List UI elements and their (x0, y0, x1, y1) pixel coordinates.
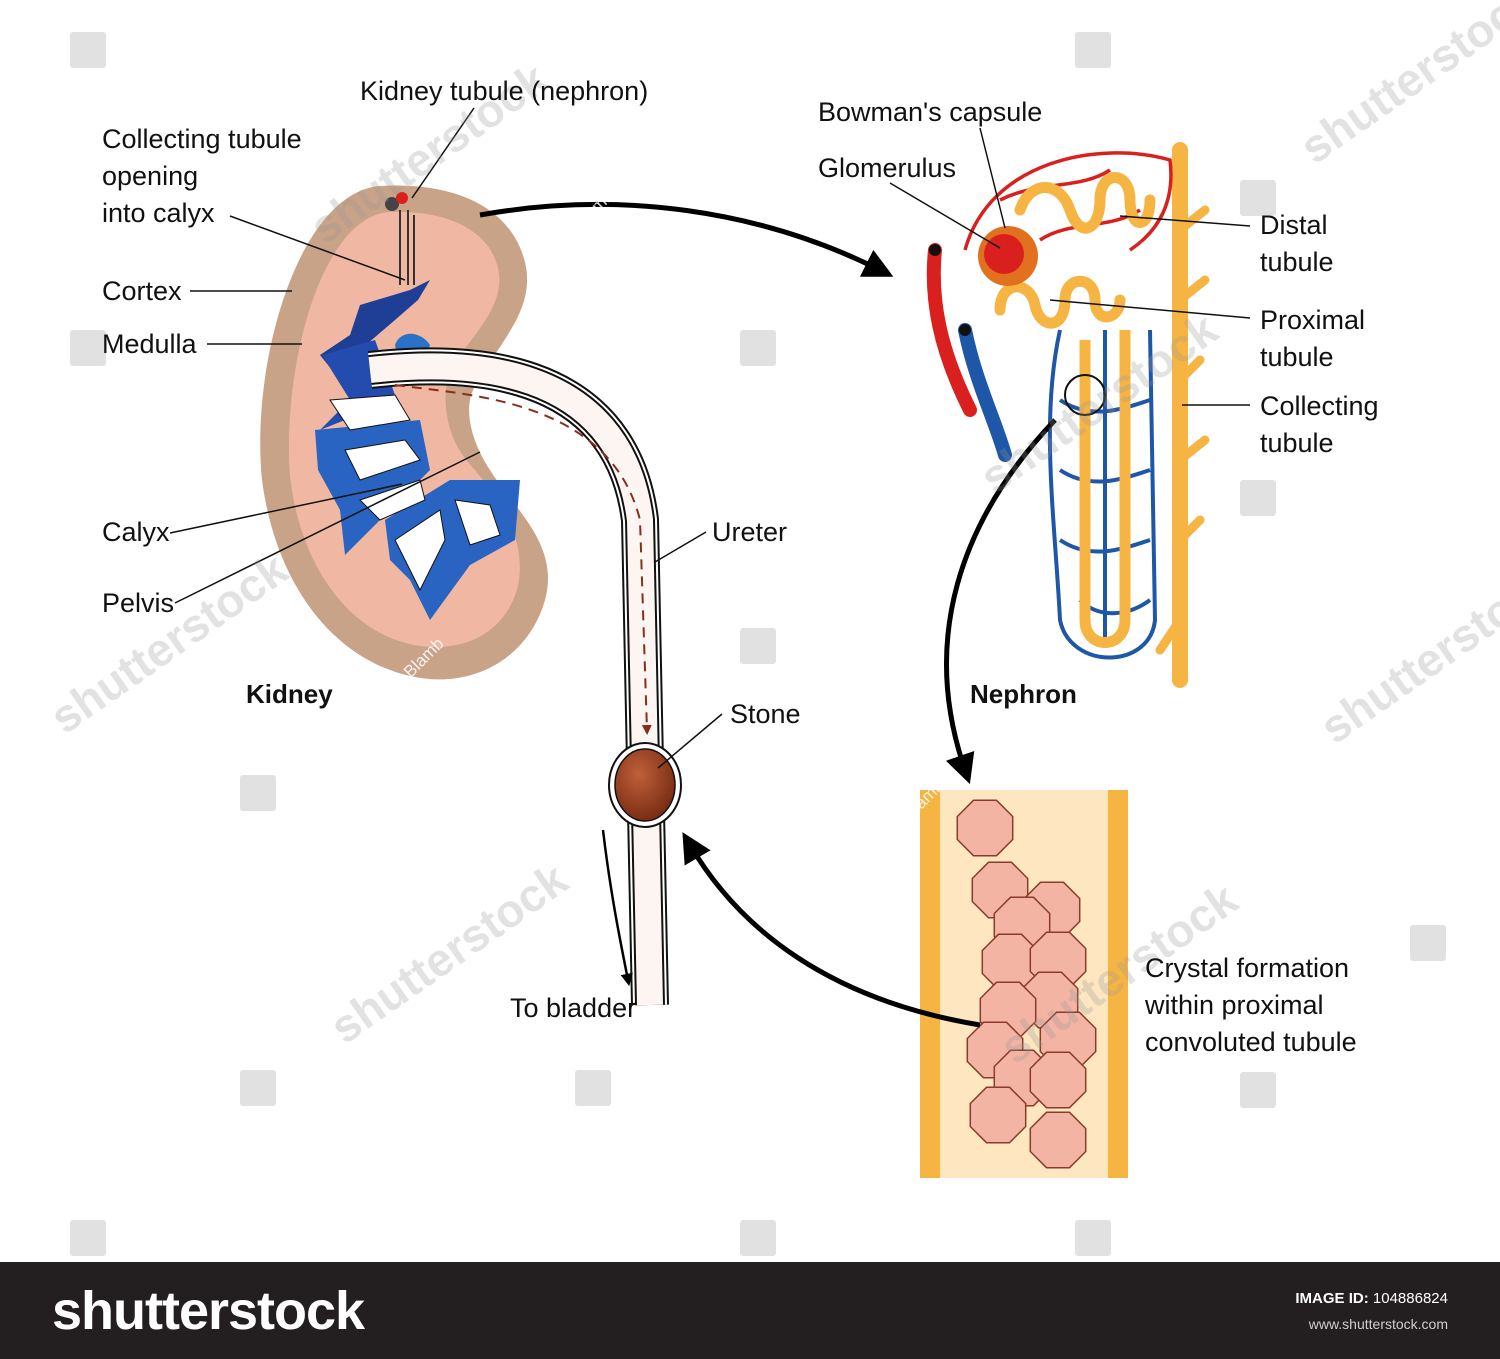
footer-bar: shutterstock IMAGE ID: 104886824 www.shu… (0, 1262, 1500, 1359)
watermark-icon (70, 32, 106, 68)
crystal-to-stone-arrow (682, 832, 981, 1028)
label-medulla: Medulla (102, 329, 197, 359)
watermark-icon (70, 1220, 106, 1256)
kidney-stone (608, 742, 682, 828)
label-calyx: Calyx (102, 517, 170, 547)
brand-logo: shutterstock (52, 1281, 365, 1341)
crystal (969, 1086, 1027, 1144)
watermark-icon (1075, 32, 1111, 68)
watermark-icon (70, 330, 106, 366)
efferent-vein (958, 323, 1012, 462)
ureter-tube (367, 347, 669, 1006)
label-cortex: Cortex (102, 276, 182, 306)
watermark-icon (1240, 480, 1276, 516)
crystal (1029, 1051, 1087, 1109)
watermark-icon (575, 1070, 611, 1106)
watermark-icon (1240, 1072, 1276, 1108)
nephron-structure (926, 142, 1210, 688)
watermark-icon (740, 628, 776, 664)
kidney-to-nephron-arrow (479, 201, 894, 277)
crystals (956, 799, 1097, 1169)
urine-flow-dashed-arrow (394, 384, 652, 735)
kidney-shape (260, 185, 548, 680)
watermark-icon (1410, 925, 1446, 961)
crystal (1029, 1111, 1087, 1169)
label-ureter: Ureter (712, 517, 788, 547)
leader-lines (169, 107, 1251, 769)
site-url: www.shutterstock.com (1308, 1316, 1448, 1332)
watermark-icon (240, 775, 276, 811)
label-to-bladder: To bladder (510, 993, 637, 1023)
diagram-stage: shutterstock shutterstock shutterstock s… (41, 0, 1500, 1256)
label-crystal-formation: Crystal formation within proximal convol… (1145, 953, 1357, 1057)
label-glomerulus: Glomerulus (818, 153, 957, 183)
magnified-region-circle (1064, 374, 1106, 416)
watermark-icon (1075, 1220, 1111, 1256)
label-distal-tubule: Distal tubule (1260, 210, 1334, 277)
nephron-in-kidney (399, 210, 415, 285)
afferent-artery (926, 243, 977, 417)
label-nephron-title: Nephron (970, 679, 1077, 709)
crystal-tubule-panel (920, 790, 1128, 1178)
crystal (956, 799, 1014, 857)
glomerulus (984, 234, 1024, 274)
image-id: IMAGE ID: 104886824 (1295, 1290, 1448, 1307)
label-bowmans-capsule: Bowman's capsule (818, 97, 1043, 127)
watermark-icon (240, 1070, 276, 1106)
label-kidney-title: Kidney (246, 679, 333, 709)
watermark-icon (740, 1220, 776, 1256)
label-proximal-tubule: Proximal tubule (1260, 305, 1366, 372)
label-collecting-tubule: Collecting tubule (1260, 391, 1379, 458)
vein-network (1047, 329, 1158, 660)
kidney-stone-diagram (169, 107, 1251, 1178)
loop-of-henle (1079, 330, 1131, 648)
watermark-icon (740, 330, 776, 366)
watermark-icon (1240, 180, 1276, 216)
label-kidney-tubule: Kidney tubule (nephron) (360, 76, 649, 106)
label-stone: Stone (730, 699, 801, 729)
to-bladder-arrow (601, 829, 633, 987)
label-pelvis: Pelvis (102, 588, 175, 618)
nephron-to-crystal-arrow (944, 418, 1057, 785)
label-collecting-tubule-opening: Collecting tubule opening into calyx (102, 124, 302, 228)
